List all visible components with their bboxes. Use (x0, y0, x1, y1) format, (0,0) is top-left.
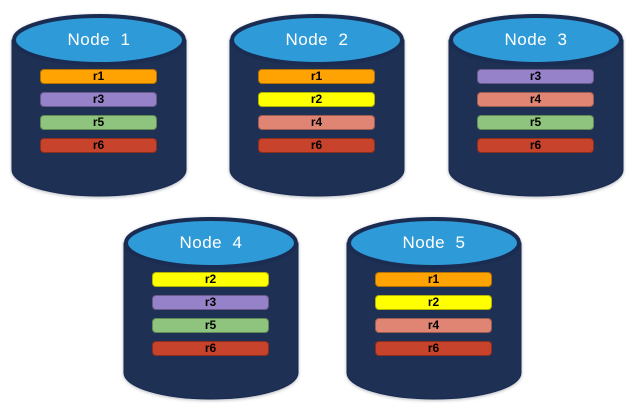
replica-bar-r2: r2 (375, 295, 492, 310)
replica-bar-r6: r6 (152, 341, 269, 356)
replica-bar-r6: r6 (40, 138, 157, 153)
cylinder-top (230, 14, 404, 66)
node-title: Node 3 (504, 30, 568, 49)
cylinder-top (347, 217, 521, 269)
node-title: Node 2 (285, 30, 349, 49)
replica-bar-r4: r4 (375, 318, 492, 333)
cylinder-top (12, 14, 186, 66)
replica-list: r2 r3 r5 r6 (152, 272, 269, 356)
replica-bar-r6: r6 (477, 138, 594, 153)
replica-bar-r5: r5 (477, 115, 594, 130)
replica-bar-r2: r2 (152, 272, 269, 287)
replica-bar-r2: r2 (258, 92, 375, 107)
node-title: Node 4 (179, 233, 243, 252)
replica-bar-r6: r6 (258, 138, 375, 153)
replica-list: r1 r2 r4 r6 (375, 272, 492, 356)
node-title: Node 1 (67, 30, 131, 49)
replica-bar-r4: r4 (477, 92, 594, 107)
node-2: Node 2 r1 r2 r4 r6 (228, 12, 406, 202)
replica-bar-r3: r3 (40, 92, 157, 107)
replica-bar-r5: r5 (152, 318, 269, 333)
replica-bar-r4: r4 (258, 115, 375, 130)
node-1: Node 1 r1 r3 r5 r6 (10, 12, 188, 202)
node-title: Node 5 (402, 233, 466, 252)
replica-bar-r1: r1 (258, 69, 375, 84)
replica-list: r3 r4 r5 r6 (477, 69, 594, 153)
replica-bar-r1: r1 (40, 69, 157, 84)
node-5: Node 5 r1 r2 r4 r6 (345, 215, 523, 405)
cylinder-top (124, 217, 298, 269)
replica-bar-r1: r1 (375, 272, 492, 287)
node-3: Node 3 r3 r4 r5 r6 (447, 12, 625, 202)
replica-bar-r5: r5 (40, 115, 157, 130)
replica-bar-r6: r6 (375, 341, 492, 356)
replica-list: r1 r3 r5 r6 (40, 69, 157, 153)
replica-bar-r3: r3 (477, 69, 594, 84)
replica-list: r1 r2 r4 r6 (258, 69, 375, 153)
node-4: Node 4 r2 r3 r5 r6 (122, 215, 300, 405)
cylinder-top (449, 14, 623, 66)
replica-bar-r3: r3 (152, 295, 269, 310)
